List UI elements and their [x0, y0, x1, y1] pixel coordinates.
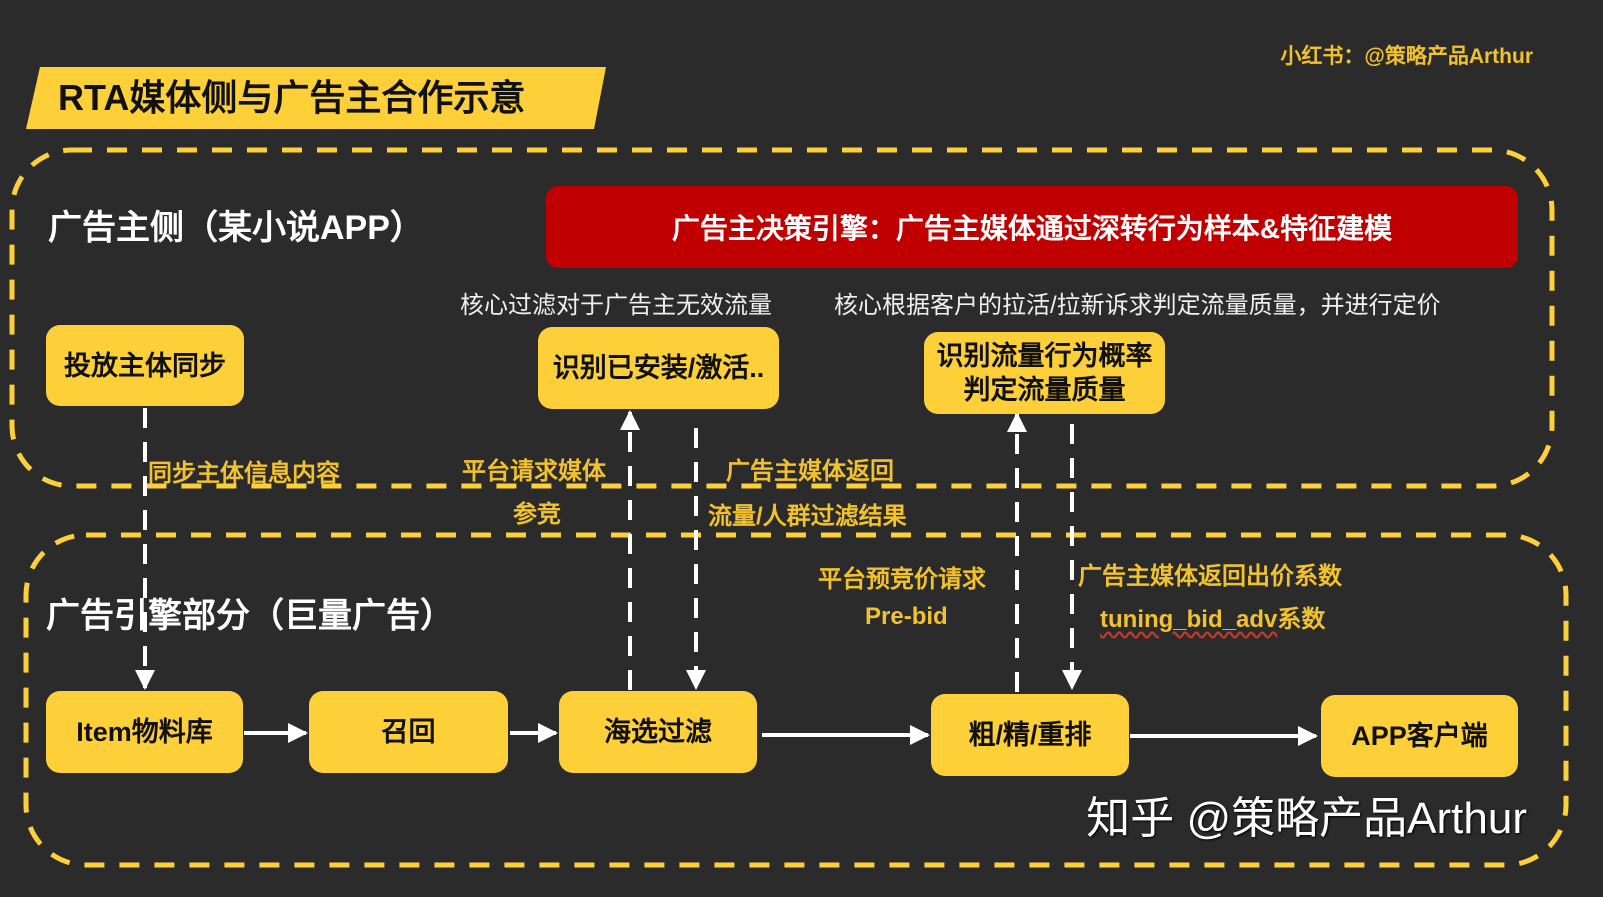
box-identify-quality: 识别流量行为概率 判定流量质量: [924, 332, 1165, 414]
engine-region-border: [23, 532, 1569, 868]
advertiser-section-title: 广告主侧（某小说APP）: [48, 209, 424, 247]
note-pricing: 核心根据客户的拉活/拉新诉求判定流量质量，并进行定价: [834, 292, 1441, 319]
label-prebid: Pre-bid: [865, 603, 948, 630]
tuning-code: tuning_bid_adv: [1100, 606, 1278, 633]
brand-tag: 小红书：@策略产品Arthur: [1280, 45, 1533, 68]
label-platform-request: 平台请求媒体: [462, 458, 606, 485]
box-identify-quality-line2: 判定流量质量: [963, 375, 1126, 405]
pipeline-app-client: APP客户端: [1321, 695, 1518, 777]
advertiser-region-border: [9, 147, 1555, 489]
box-identify-installed: 识别已安装/激活..: [538, 327, 779, 409]
label-filter-result: 流量/人群过滤结果: [708, 503, 907, 530]
label-tuning-coef: tuning_bid_adv系数: [1100, 599, 1325, 634]
pipeline-filter: 海选过滤: [559, 691, 757, 773]
decision-engine-box: 广告主决策引擎：广告主媒体通过深转行为样本&特征建模: [546, 186, 1518, 268]
pipeline-ranking: 粗/精/重排: [931, 694, 1129, 776]
box-sync-entity: 投放主体同步: [46, 325, 244, 406]
label-advertiser-return: 广告主媒体返回: [726, 458, 894, 485]
box-identify-quality-line1: 识别流量行为概率: [936, 341, 1153, 371]
note-filter-invalid: 核心过滤对于广告主无效流量: [460, 292, 772, 319]
label-sync-info: 同步主体信息内容: [148, 460, 340, 487]
page-title: RTA媒体侧与广告主合作示意: [58, 77, 526, 118]
engine-section-title: 广告引擎部分（巨量广告）: [46, 597, 454, 635]
label-prebid-request: 平台预竞价请求: [818, 566, 986, 593]
pipeline-item-library: Item物料库: [46, 691, 243, 773]
label-bid-coef: 广告主媒体返回出价系数: [1078, 563, 1342, 590]
tuning-suffix: 系数: [1277, 606, 1326, 633]
pipeline-recall: 召回: [309, 691, 508, 773]
title-banner: [26, 67, 606, 129]
watermark: 知乎 @策略产品Arthur: [1086, 794, 1527, 843]
label-participate: 参竞: [513, 501, 561, 528]
